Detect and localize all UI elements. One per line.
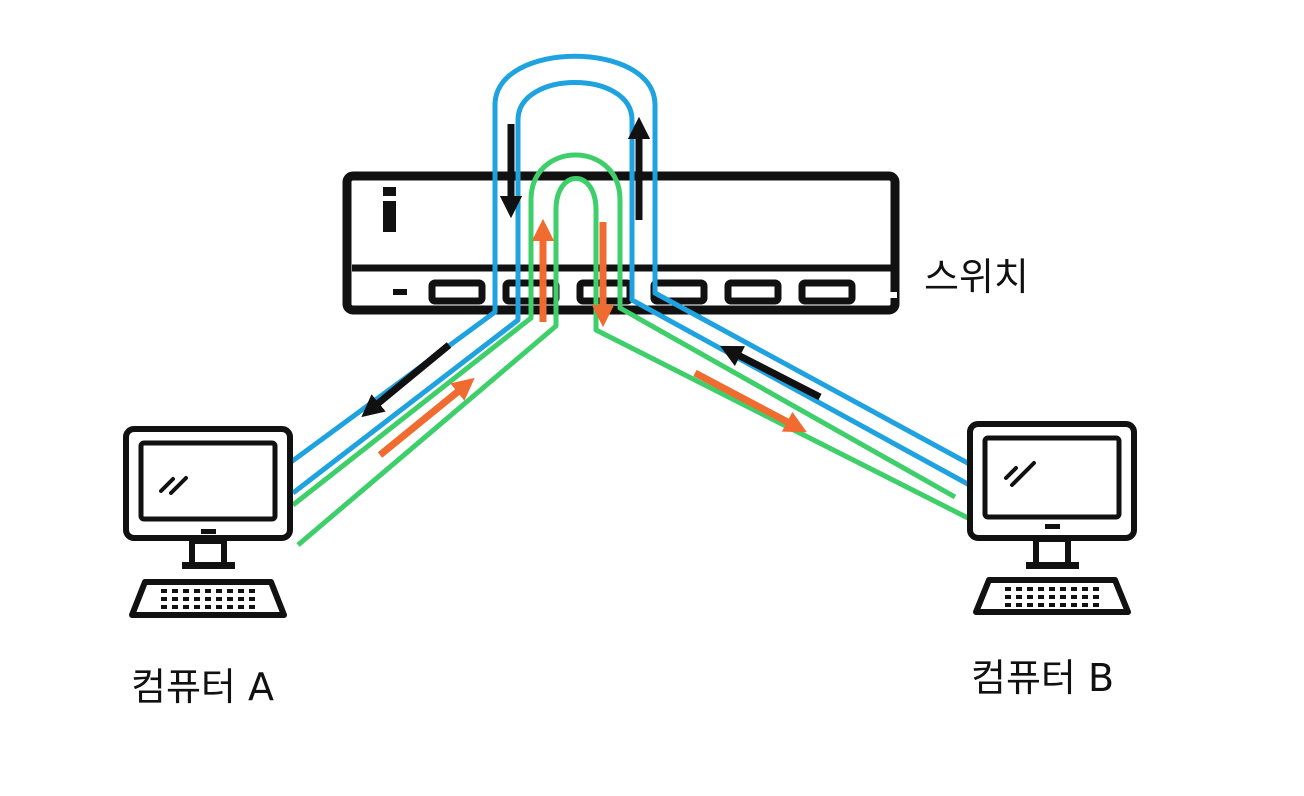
keyboard-icon (973, 577, 1131, 615)
computer-a (123, 426, 293, 618)
computer-b-label: 컴퓨터 B (971, 656, 1114, 700)
black-arrows (361, 116, 822, 418)
computer-a-label: 컴퓨터 A (131, 665, 274, 709)
computer-b (967, 421, 1137, 615)
green-cable (291, 152, 970, 547)
blue-cable (285, 53, 977, 495)
desktop-computer-icon (967, 421, 1137, 569)
keyboard-icon (129, 579, 287, 618)
desktop-computer-icon (123, 426, 293, 569)
switch-label: 스위치 (924, 255, 1029, 299)
orange-arrows (377, 218, 807, 458)
